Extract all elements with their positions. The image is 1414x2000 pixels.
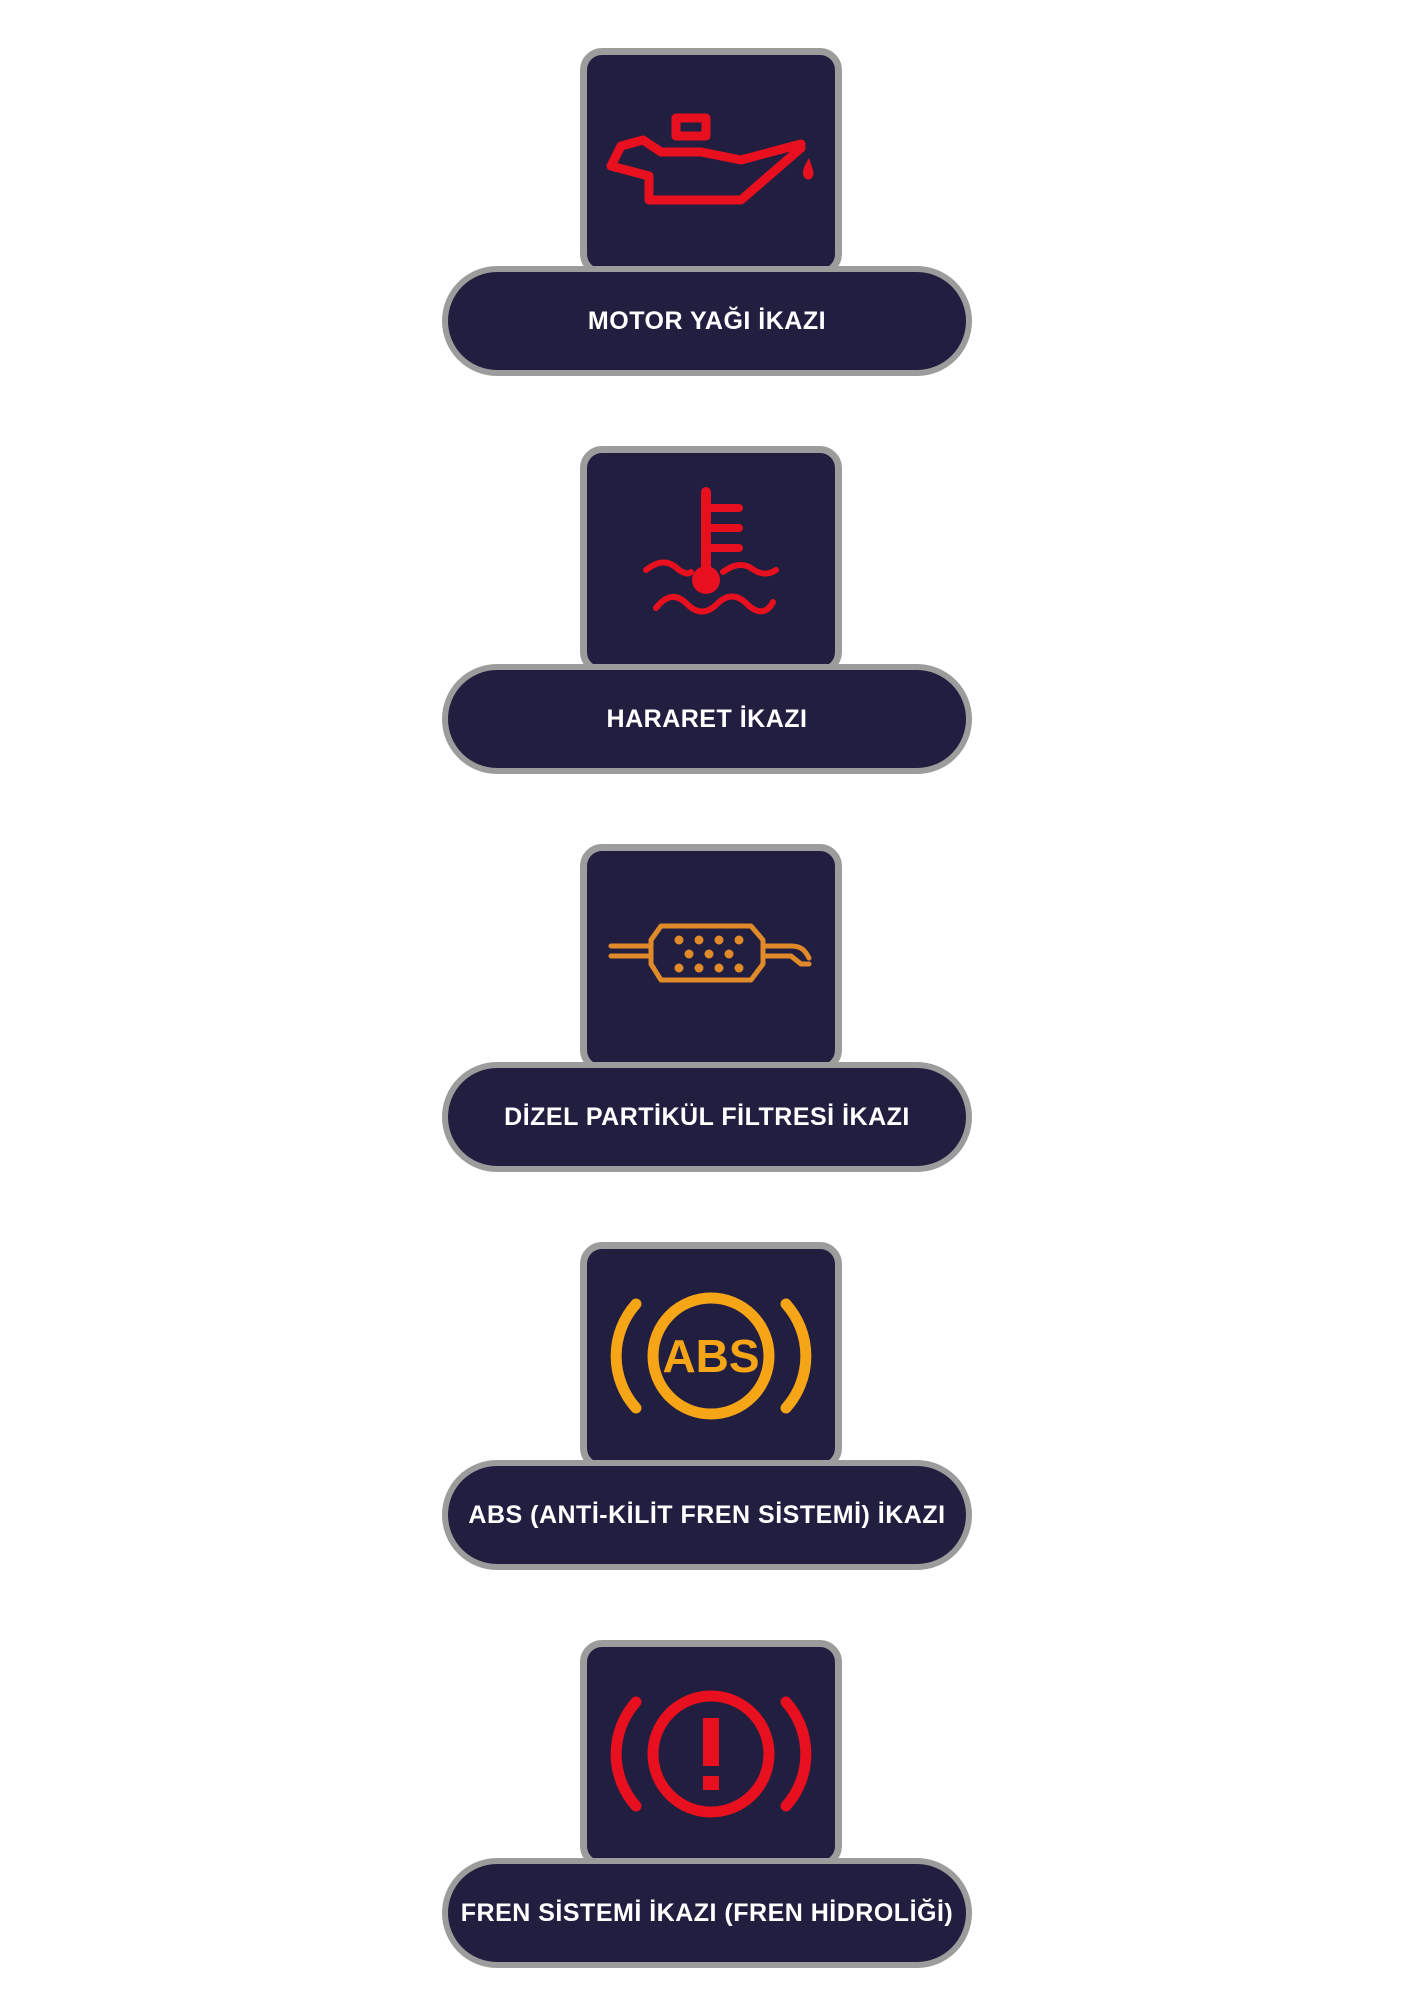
warning-card-oil: MOTOR YAĞI İKAZI [0,48,1414,393]
icon-box-oil [580,48,842,276]
icon-box-coolant [580,446,842,674]
icon-box-dpf [580,844,842,1072]
diesel-particulate-filter-icon [608,923,812,983]
icon-box-brake [580,1640,842,1868]
warning-label: MOTOR YAĞI İKAZI [587,306,827,335]
warning-card-brake: FREN SİSTEMİ İKAZI (FREN HİDROLİĞİ) [0,1640,1414,1985]
warning-card-dpf: DİZEL PARTİKÜL FİLTRESİ İKAZI [0,844,1414,1189]
abs-icon-text: ABS [662,1330,759,1382]
icon-box-abs: ABS [580,1242,842,1470]
warning-card-abs: ABS ABS (ANTİ-KİLİT FREN SİSTEMİ) İKAZI [0,1242,1414,1587]
label-pill-brake: FREN SİSTEMİ İKAZI (FREN HİDROLİĞİ) [442,1858,972,1968]
brake-warning-icon [610,1690,812,1818]
label-pill-abs: ABS (ANTİ-KİLİT FREN SİSTEMİ) İKAZI [442,1460,972,1570]
label-pill-oil: MOTOR YAĞI İKAZI [442,266,972,376]
warning-card-coolant: HARARET İKAZI [0,446,1414,791]
oil-can-icon [606,113,814,205]
warning-label: DİZEL PARTİKÜL FİLTRESİ İKAZI [504,1102,910,1131]
abs-icon: ABS [610,1292,812,1420]
label-pill-dpf: DİZEL PARTİKÜL FİLTRESİ İKAZI [442,1062,972,1172]
warning-label: FREN SİSTEMİ İKAZI (FREN HİDROLİĞİ) [460,1898,954,1927]
warning-label: ABS (ANTİ-KİLİT FREN SİSTEMİ) İKAZI [468,1500,946,1529]
warning-label: HARARET İKAZI [606,704,808,733]
coolant-temperature-icon [643,487,779,615]
label-pill-coolant: HARARET İKAZI [442,664,972,774]
